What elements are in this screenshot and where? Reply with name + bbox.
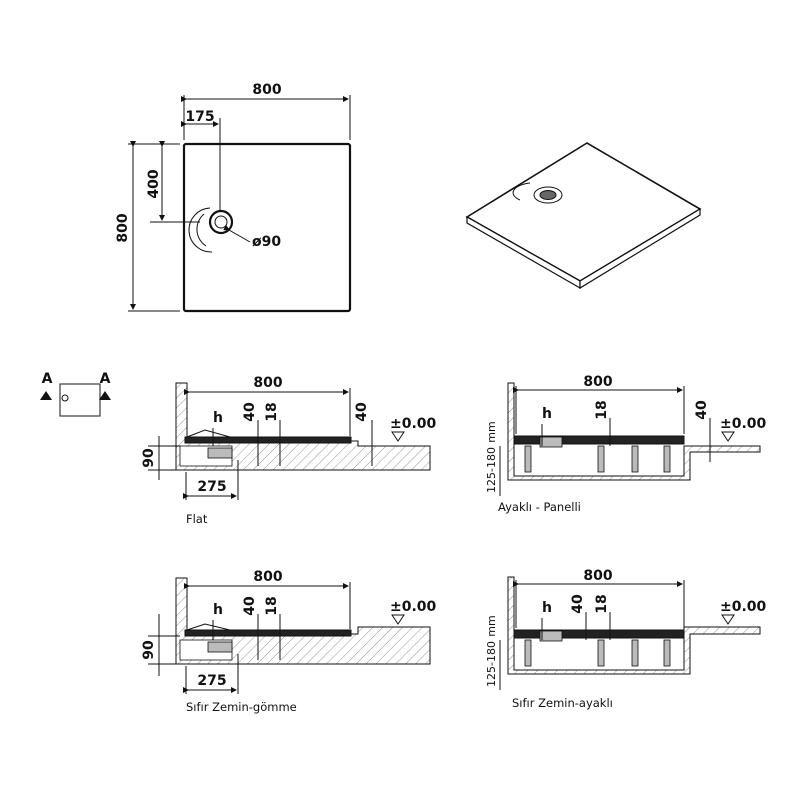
plan-drain-offset-label: 175 bbox=[185, 109, 214, 125]
section-ayakli-h: h bbox=[542, 600, 552, 616]
section-ayakli: 800 h 40 18 ±0.00 125-180 mm Sıfır Zemin… bbox=[485, 568, 767, 710]
section-panelli-18: 18 bbox=[594, 400, 610, 419]
section-ayakli-level: ±0.00 bbox=[720, 599, 767, 615]
section-panelli-leg: 125-180 bbox=[485, 447, 498, 493]
drain-icon bbox=[188, 207, 234, 253]
section-gomme-40: 40 bbox=[242, 596, 258, 616]
section-panelli-level: ±0.00 bbox=[720, 416, 767, 432]
section-flat-40b: 40 bbox=[354, 402, 370, 422]
section-ayakli-width: 800 bbox=[583, 568, 612, 584]
drain-icon bbox=[512, 182, 563, 204]
section-flat-40: 40 bbox=[242, 402, 258, 422]
section-flat-18: 18 bbox=[264, 402, 280, 421]
section-ayakli-18: 18 bbox=[594, 594, 610, 613]
section-flat: 800 h 40 18 40 ±0.00 90 275 Flat bbox=[141, 375, 437, 526]
section-gomme-level: ±0.00 bbox=[390, 599, 437, 615]
section-gomme-drain: 275 bbox=[197, 673, 226, 689]
plan-width-label: 800 bbox=[252, 82, 281, 98]
section-gomme: 800 h 40 18 ±0.00 90 275 Sıfır Zemin-göm… bbox=[141, 569, 437, 714]
section-panelli-unit: mm bbox=[485, 421, 498, 442]
plan-view: 800 175 800 400 ø90 bbox=[115, 82, 352, 313]
section-panelli-caption: Ayaklı - Panelli bbox=[498, 500, 581, 514]
section-ayakli-40: 40 bbox=[570, 594, 586, 614]
section-gomme-caption: Sıfır Zemin-gömme bbox=[186, 700, 297, 714]
section-flat-caption: Flat bbox=[186, 512, 208, 526]
section-marker: A A bbox=[40, 371, 111, 417]
section-flat-depth: 90 bbox=[141, 448, 157, 468]
section-panelli-h: h bbox=[542, 406, 552, 422]
section-ayakli-leg: 125-180 bbox=[485, 641, 498, 687]
section-flat-level: ±0.00 bbox=[390, 416, 437, 432]
plan-drain-diameter-label: ø90 bbox=[252, 234, 281, 250]
section-flat-drain: 275 bbox=[197, 479, 226, 495]
support-legs bbox=[524, 445, 671, 473]
section-gomme-width: 800 bbox=[253, 569, 282, 585]
plan-height-label: 800 bbox=[115, 213, 131, 242]
section-marker-right: A bbox=[100, 371, 111, 387]
section-ayakli-unit: mm bbox=[485, 615, 498, 636]
section-panelli: 800 h 18 40 ±0.00 125-180 mm Ayaklı - Pa… bbox=[485, 374, 767, 514]
section-ayakli-caption: Sıfır Zemin-ayaklı bbox=[512, 696, 613, 710]
tray-outline bbox=[182, 142, 352, 313]
section-flat-width: 800 bbox=[253, 375, 282, 391]
section-panelli-width: 800 bbox=[583, 374, 612, 390]
section-panelli-40: 40 bbox=[694, 400, 710, 420]
isometric-view bbox=[465, 142, 702, 290]
section-gomme-depth: 90 bbox=[141, 640, 157, 660]
section-gomme-18: 18 bbox=[264, 596, 280, 615]
plan-drain-vertical-label: 400 bbox=[146, 169, 162, 198]
section-marker-left: A bbox=[42, 371, 53, 387]
section-flat-h: h bbox=[213, 410, 223, 426]
support-legs bbox=[524, 639, 671, 667]
section-gomme-h: h bbox=[213, 602, 223, 618]
